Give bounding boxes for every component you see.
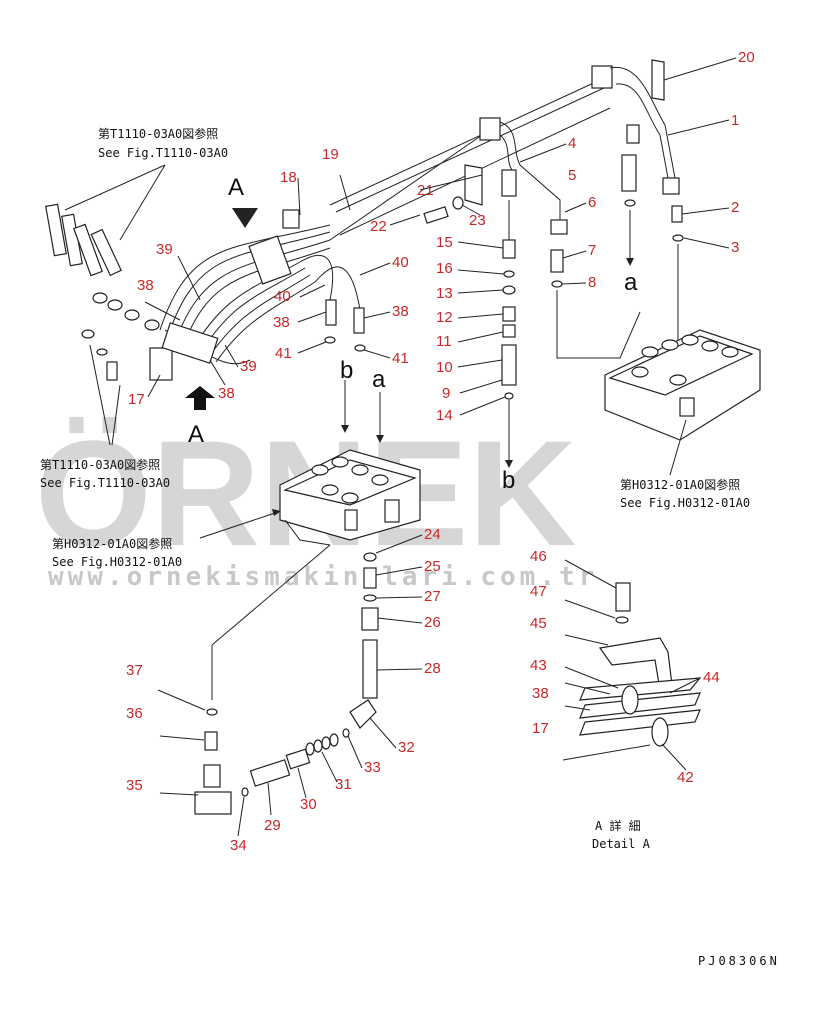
callout: 10 [436,359,453,376]
callout: 27 [424,588,441,605]
callout: 3 [731,239,739,256]
callout: 17 [128,391,145,408]
callout: 38 [137,277,154,294]
callout: 44 [703,669,720,686]
ref-t1110-left-en: See Fig.T1110-03A0 [40,476,170,490]
callout: 12 [436,309,453,326]
callout: 21 [417,182,434,199]
ref-h0312-right-jp: 第H0312-01A0図参照 [620,477,740,492]
callout: 2 [731,199,739,216]
callout: 15 [436,234,453,251]
callout: 18 [280,169,297,186]
callout: 7 [588,242,596,259]
detail-a [562,582,702,761]
callout: 39 [240,358,257,375]
callout: 39 [156,241,173,258]
callout: 45 [530,615,547,632]
callout: 16 [436,260,453,277]
callout: 41 [392,350,409,367]
callout: 14 [436,407,453,424]
view-label-a-bottom: A [188,421,204,448]
callout: 4 [568,135,576,152]
callout: 41 [275,345,292,362]
callout: 32 [398,739,415,756]
detail-label-jp: A 詳 細 [595,818,641,833]
control-valve-right [604,329,761,441]
callout: 42 [677,769,694,786]
callout: 30 [300,796,317,813]
callout: 28 [424,660,441,677]
view-label-b-mid: b [340,357,353,384]
clamp-21 [464,164,483,206]
callout: 11 [436,333,452,350]
watermark-url: www.ornekismakinalari.com.tr [48,562,598,592]
callout-leaders [144,57,737,837]
view-label-a-arrow: a [624,269,638,296]
view-label-b-arrow: b [502,467,515,494]
lower-assembly [194,544,379,815]
callout: 36 [126,705,143,722]
callout: 23 [469,212,486,229]
callout: 47 [530,583,547,600]
callout: 31 [335,776,352,793]
view-label-a-mid: a [372,366,386,393]
clamp-20 [651,59,665,101]
callout: 5 [568,167,576,184]
fitting-stack [501,200,517,468]
callout: 34 [230,837,247,854]
bracket-17 [149,347,173,381]
callout: 35 [126,777,143,794]
hose-bundle [149,209,365,381]
fittings-right [550,154,684,359]
callouts: 1 2 3 4 5 6 7 8 9 10 11 12 13 14 15 16 1… [126,49,755,854]
callout: 38 [218,385,235,402]
callout: 38 [532,685,549,702]
callout: 24 [424,526,441,543]
detail-label-en: Detail A [592,837,651,851]
control-valve-center [279,449,421,546]
callout: 40 [274,288,291,305]
ref-t1110-top-en: See Fig.T1110-03A0 [98,146,228,160]
callout: 43 [530,657,547,674]
ref-t1110-left-jp: 第T1110-03A0図参照 [40,457,160,472]
callout: 19 [322,146,339,163]
arrow-a-top [232,208,258,228]
hose-ends-left [45,203,160,381]
callout: 37 [126,662,143,679]
callout: 40 [392,254,409,271]
drawing-code: PJ08306N [698,954,780,968]
ref-h0312-mid-jp: 第H0312-01A0図参照 [52,536,172,551]
callout: 8 [588,274,596,291]
ref-h0312-right-en: See Fig.H0312-01A0 [620,496,750,510]
callout: 13 [436,285,453,302]
callout: 25 [424,558,441,575]
callout: 20 [738,49,755,66]
callout: 17 [532,720,549,737]
ref-t1110-top-jp: 第T1110-03A0図参照 [98,126,218,141]
callout: 22 [370,218,387,235]
callout: 33 [364,759,381,776]
callout: 38 [273,314,290,331]
callout: 46 [530,548,547,565]
callout: 26 [424,614,441,631]
ref-h0312-mid-en: See Fig.H0312-01A0 [52,555,182,569]
callout: 9 [442,385,450,402]
callout: 29 [264,817,281,834]
long-pipes [329,59,680,241]
arrow-a-bottom [185,386,215,410]
callout: 1 [731,112,739,129]
callout: 6 [588,194,596,211]
callout: 38 [392,303,409,320]
view-label-a-top: A [228,174,244,201]
